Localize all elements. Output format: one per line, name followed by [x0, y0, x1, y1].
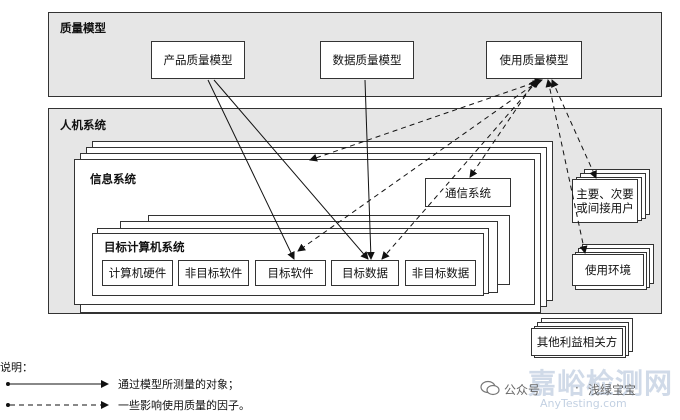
target-data-label: 目标数据	[342, 266, 388, 280]
watermark-account-prefix: 公众号	[504, 383, 541, 397]
watermark-domain: AnyTesting.com	[540, 397, 627, 410]
usage-quality-model-box[interactable]: 使用质量模型	[486, 41, 582, 79]
environment-box[interactable]: 使用环境	[572, 254, 644, 286]
target-software-label: 目标软件	[267, 266, 314, 280]
data-quality-model-box[interactable]: 数据质量模型	[320, 41, 414, 79]
data-quality-model-label: 数据质量模型	[332, 53, 402, 67]
non-target-data-label: 非目标数据	[411, 266, 470, 280]
product-quality-model-box[interactable]: 产品质量模型	[151, 41, 245, 79]
stakeholders-box[interactable]: 其他利益相关方	[531, 328, 623, 356]
environment-label: 使用环境	[585, 263, 631, 277]
legend-dashed-text: 一些影响使用质量的因子。	[118, 399, 250, 412]
target-computer-system-title: 目标计算机系统	[104, 240, 185, 254]
users-label: 主要、次要 或间接用户	[576, 187, 634, 215]
legend-title: 说明：	[0, 361, 33, 374]
non-target-software-label: 非目标软件	[184, 266, 243, 280]
comm-system-box[interactable]: 通信系统	[425, 178, 511, 207]
watermark-brand: 嘉峪检测网	[528, 367, 674, 400]
hci-system-title: 人机系统	[60, 118, 106, 132]
watermark-account-name: 浅绿宝宝	[588, 383, 637, 397]
legend-solid-text: 通过模型所测量的对象；	[118, 378, 239, 391]
quality-model-title: 质量模型	[60, 21, 106, 35]
comm-system-label: 通信系统	[445, 185, 491, 200]
stakeholders-label: 其他利益相关方	[536, 335, 618, 349]
hardware-box[interactable]: 计算机硬件	[102, 260, 173, 286]
info-system-title: 信息系统	[90, 172, 136, 186]
target-data-box[interactable]: 目标数据	[331, 260, 399, 286]
usage-quality-model-label: 使用质量模型	[499, 53, 569, 67]
users-box[interactable]: 主要、次要 或间接用户	[572, 179, 638, 223]
product-quality-model-label: 产品质量模型	[163, 53, 233, 67]
wechat-icon	[480, 380, 500, 396]
non-target-data-box[interactable]: 非目标数据	[405, 260, 476, 286]
non-target-software-box[interactable]: 非目标软件	[178, 260, 249, 286]
target-software-box[interactable]: 目标软件	[255, 260, 326, 286]
hardware-label: 计算机硬件	[108, 266, 167, 280]
